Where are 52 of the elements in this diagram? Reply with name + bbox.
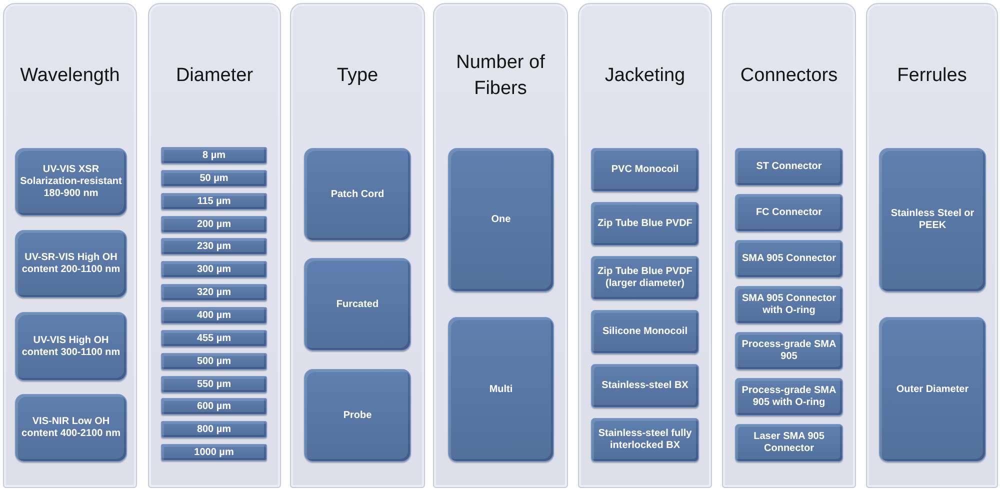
option-card: 50 µm [161,170,267,187]
option-card: 400 µm [161,307,267,324]
option-card: Silicone Monocoil [591,310,699,354]
option-card: Process-grade SMA 905 [735,332,843,370]
option-card: 8 µm [161,147,267,164]
option-card: Outer Diameter [879,317,986,462]
option-card: Stainless-steel fully interlocked BX [591,418,699,462]
category-panel [433,3,568,488]
category-panel [722,3,856,488]
option-card: PVC Monocoil [591,148,699,192]
option-card: Furcated [304,258,411,351]
option-card: UV-SR-VIS High OH content 200-1100 nm [15,230,127,298]
category-panel [290,3,425,488]
option-card: 320 µm [161,284,267,301]
category-title: Ferrules [897,64,967,88]
option-card: 455 µm [161,330,267,347]
category-panel [3,3,137,488]
option-card: 1000 µm [161,444,267,461]
option-card: Stainless-steel BX [591,364,699,408]
option-card: Probe [304,369,411,462]
option-card: 300 µm [161,261,267,278]
option-card: 230 µm [161,238,267,255]
category-title: Type [336,64,378,88]
option-card: Multi [448,317,554,462]
option-card: VIS-NIR Low OH content 400-2100 nm [15,394,127,462]
option-card: Laser SMA 905 Connector [735,424,843,462]
option-card: 600 µm [161,398,267,415]
category-panel [148,3,281,488]
option-card: One [448,148,554,292]
option-card: 800 µm [161,421,267,438]
category-title: Wavelength [20,64,120,88]
option-card: Process-grade SMA 905 with O-ring [735,378,843,416]
category-title: Connectors [740,64,838,88]
category-panel [866,3,998,488]
option-card: Zip Tube Blue PVDF (larger diameter) [591,256,699,300]
category-title: Jacketing [604,64,686,88]
option-card: UV-VIS XSR Solarization-resistant 180-900 nm [15,148,127,216]
option-card: 500 µm [161,353,267,370]
option-card: 115 µm [161,193,267,210]
option-card: 550 µm [161,376,267,393]
option-card: SMA 905 Connector with O-ring [735,286,843,324]
option-card: UV-VIS High OH content 300-1100 nm [15,312,127,381]
option-card: Patch Cord [304,148,411,241]
option-card: Zip Tube Blue PVDF [591,202,699,246]
category-panel [578,3,712,488]
category-title: Diameter [176,64,254,88]
option-card: FC Connector [735,194,843,232]
option-card: ST Connector [735,148,843,186]
option-card: Stainless Steel or PEEK [879,148,986,292]
category-title: Number of Fibers [455,51,546,101]
option-card: 200 µm [161,216,267,233]
option-card: SMA 905 Connector [735,240,843,278]
